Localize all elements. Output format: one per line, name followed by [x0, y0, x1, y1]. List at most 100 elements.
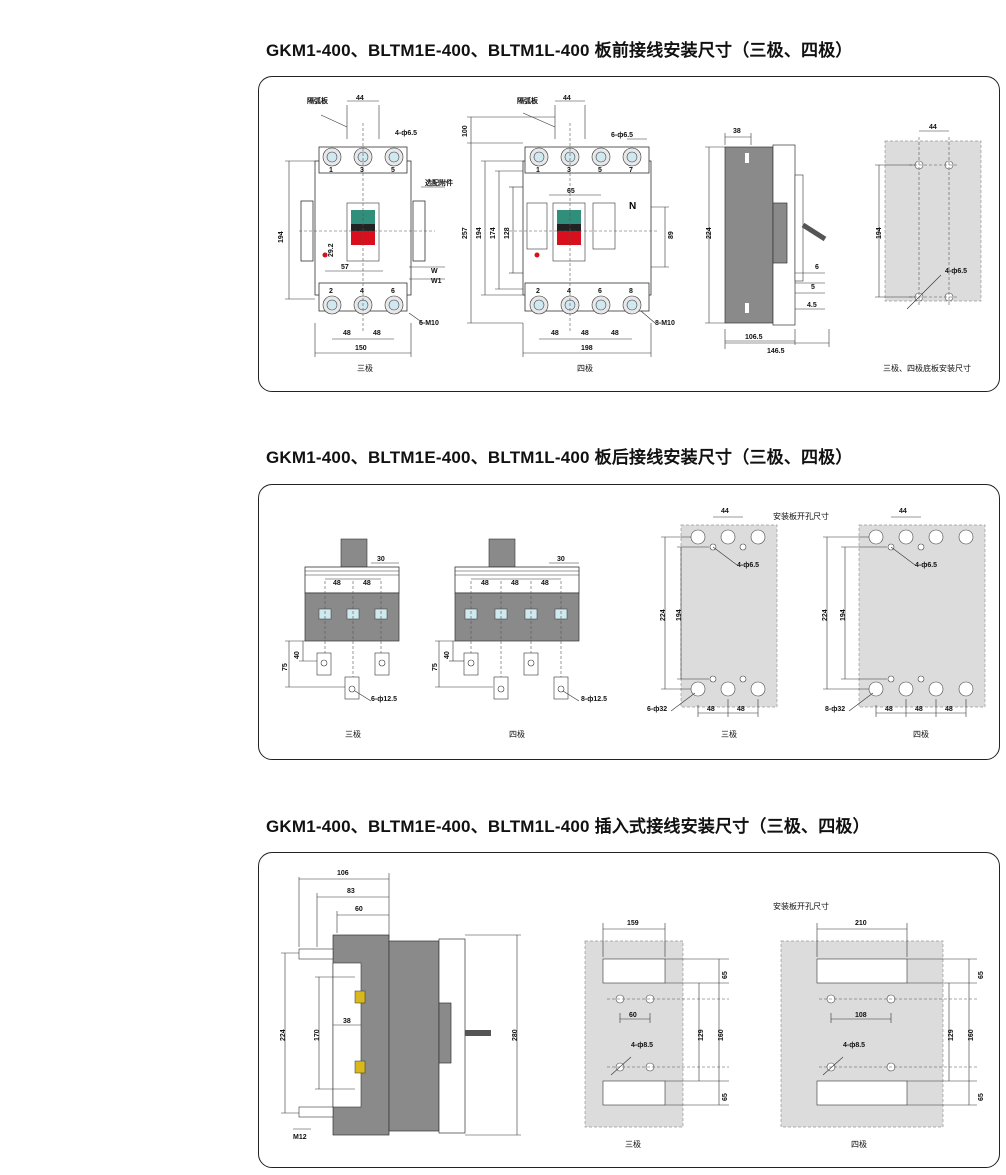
- plugin-plate4-dim-65a: 65: [978, 971, 985, 979]
- plugin-dim-38: 38: [343, 1018, 351, 1025]
- plate-hole-label: 4-ф6.5: [945, 268, 967, 275]
- front3-screw-label: 6-M10: [419, 320, 439, 327]
- plate3-dim-194: 194: [676, 609, 683, 621]
- plugin-plate-four-pole: [780, 923, 977, 1128]
- front4-dim-194: 194: [476, 227, 483, 239]
- plugin-dim-170: 170: [314, 1029, 321, 1041]
- plate4-caption: 四极: [913, 729, 929, 739]
- plate3-dim-44: 44: [721, 508, 729, 515]
- front-wiring-drawing: 隔弧板 44 4-ф6.5 选配附件 194 29.2 57 W W1 6-M1…: [278, 95, 982, 373]
- rear3-dim-48b: 48: [363, 580, 371, 587]
- front4-caption: 四极: [577, 363, 593, 373]
- base-plate-drawing: [875, 130, 982, 310]
- plugin-dim-60: 60: [355, 906, 363, 913]
- front4-terminal-7: 7: [629, 167, 633, 174]
- front4-hole-label: 6-ф6.5: [611, 132, 633, 139]
- front4-arc-label: 隔弧板: [517, 96, 539, 105]
- plugin-plate3-dim-160: 160: [718, 1029, 725, 1041]
- rear4-caption: 四极: [509, 729, 525, 739]
- plate4-dim-48c: 48: [945, 706, 953, 713]
- front3-terminal-1: 1: [329, 167, 333, 174]
- rear4-dim-48a: 48: [481, 580, 489, 587]
- plate-caption: 三极、四极底板安装尺寸: [883, 363, 971, 373]
- rear3-caption: 三极: [345, 729, 361, 739]
- front4-dim-257: 257: [462, 227, 469, 239]
- front3-dim-194: 194: [278, 231, 285, 243]
- plugin-plate3-dim-65a: 65: [722, 971, 729, 979]
- front4-terminal-5: 5: [598, 167, 602, 174]
- front4-dim-48c: 48: [611, 330, 619, 337]
- plugin-dim-106: 106: [337, 870, 349, 877]
- plugin-side-view: [281, 873, 521, 1136]
- front3-dim-57: 57: [341, 264, 349, 271]
- plugin-m12-label: M12: [293, 1134, 307, 1141]
- rear3-dim-40: 40: [294, 651, 301, 659]
- side-dim-5: 5: [811, 284, 815, 291]
- front3-dim-48a: 48: [343, 330, 351, 337]
- front4-dim-44: 44: [563, 95, 571, 102]
- plugin-dim-280: 280: [512, 1029, 519, 1041]
- plate4-big-hole-label: 8-ф32: [825, 706, 845, 713]
- plate3-dim-48a: 48: [707, 706, 715, 713]
- panel-plugin-wiring: 106 83 60 224 170 38 280 M12 安装板开孔尺寸 159…: [258, 852, 1000, 1168]
- front3-dim-150: 150: [355, 345, 367, 352]
- plugin-plate4-dim-210: 210: [855, 920, 867, 927]
- plate-dim-194: 194: [876, 227, 883, 239]
- rear3-dim-48a: 48: [333, 580, 341, 587]
- side-dim-4-5: 4.5: [807, 302, 817, 309]
- rear3-dim-30: 30: [377, 556, 385, 563]
- front4-terminal-3: 3: [567, 167, 571, 174]
- plugin-plate3-dim-159: 159: [627, 920, 639, 927]
- front4-dim-174: 174: [490, 227, 497, 239]
- front4-dim-48b: 48: [581, 330, 589, 337]
- plugin-plate3-dim-60: 60: [629, 1012, 637, 1019]
- plate4-hole-label: 4-ф6.5: [915, 562, 937, 569]
- front4-screw-label: 8-M10: [655, 320, 675, 327]
- plugin-plate4-dim-65b: 65: [978, 1093, 985, 1101]
- plate3-caption: 三极: [721, 729, 737, 739]
- plugin-plate3-dim-65b: 65: [722, 1093, 729, 1101]
- front3-terminal-4: 4: [360, 288, 364, 295]
- three-pole-front-view: [285, 100, 445, 357]
- plugin-wiring-drawing: 106 83 60 224 170 38 280 M12 安装板开孔尺寸 159…: [280, 870, 985, 1149]
- plate4-dim-194: 194: [840, 609, 847, 621]
- side-dim-106-5: 106.5: [745, 334, 763, 341]
- front3-optional-label: 选配附件: [425, 178, 453, 187]
- plugin-plate3-caption: 三极: [625, 1139, 641, 1149]
- front4-terminal-1: 1: [536, 167, 540, 174]
- front4-neutral-label: N: [629, 201, 636, 212]
- plate3-dim-224: 224: [660, 609, 667, 621]
- front4-dim-100: 100: [462, 125, 469, 137]
- breaker-side-view: [705, 133, 830, 349]
- rear3-dim-75: 75: [282, 663, 289, 671]
- plugin-dim-83: 83: [347, 888, 355, 895]
- front3-dim-48b: 48: [373, 330, 381, 337]
- rear4-dim-30: 30: [557, 556, 565, 563]
- rear4-dim-40: 40: [444, 651, 451, 659]
- four-pole-rear-view: [435, 538, 580, 702]
- plugin-plate-three-pole: [584, 923, 729, 1128]
- plugin-plate4-dim-129: 129: [948, 1029, 955, 1041]
- plate3-hole-label: 4-ф6.5: [737, 562, 759, 569]
- front4-dim-65: 65: [567, 188, 575, 195]
- front4-dim-89: 89: [668, 231, 675, 239]
- rear4-dim-48c: 48: [541, 580, 549, 587]
- front3-dim-44: 44: [356, 95, 364, 102]
- front4-dim-128: 128: [504, 227, 511, 239]
- rear4-dim-75: 75: [432, 663, 439, 671]
- front3-terminal-5: 5: [391, 167, 395, 174]
- panel-front-wiring: 隔弧板 44 4-ф6.5 选配附件 194 29.2 57 W W1 6-M1…: [258, 76, 1000, 392]
- plate4-dim-224: 224: [822, 609, 829, 621]
- rear4-dim-48b: 48: [511, 580, 519, 587]
- front4-terminal-2: 2: [536, 288, 540, 295]
- rear4-hole-label: 8-ф12.5: [581, 696, 607, 703]
- rear-plate-three-pole: [661, 516, 778, 717]
- plugin-plate3-hole-label: 4-ф8.5: [631, 1042, 653, 1049]
- plate4-dim-44: 44: [899, 508, 907, 515]
- front3-terminal-6: 6: [391, 288, 395, 295]
- rear3-hole-label: 6-ф12.5: [371, 696, 397, 703]
- rear-plate-label: 安装板开孔尺寸: [773, 511, 829, 521]
- plate-dim-44: 44: [929, 124, 937, 131]
- plate3-dim-48b: 48: [737, 706, 745, 713]
- plugin-dim-224: 224: [280, 1029, 287, 1041]
